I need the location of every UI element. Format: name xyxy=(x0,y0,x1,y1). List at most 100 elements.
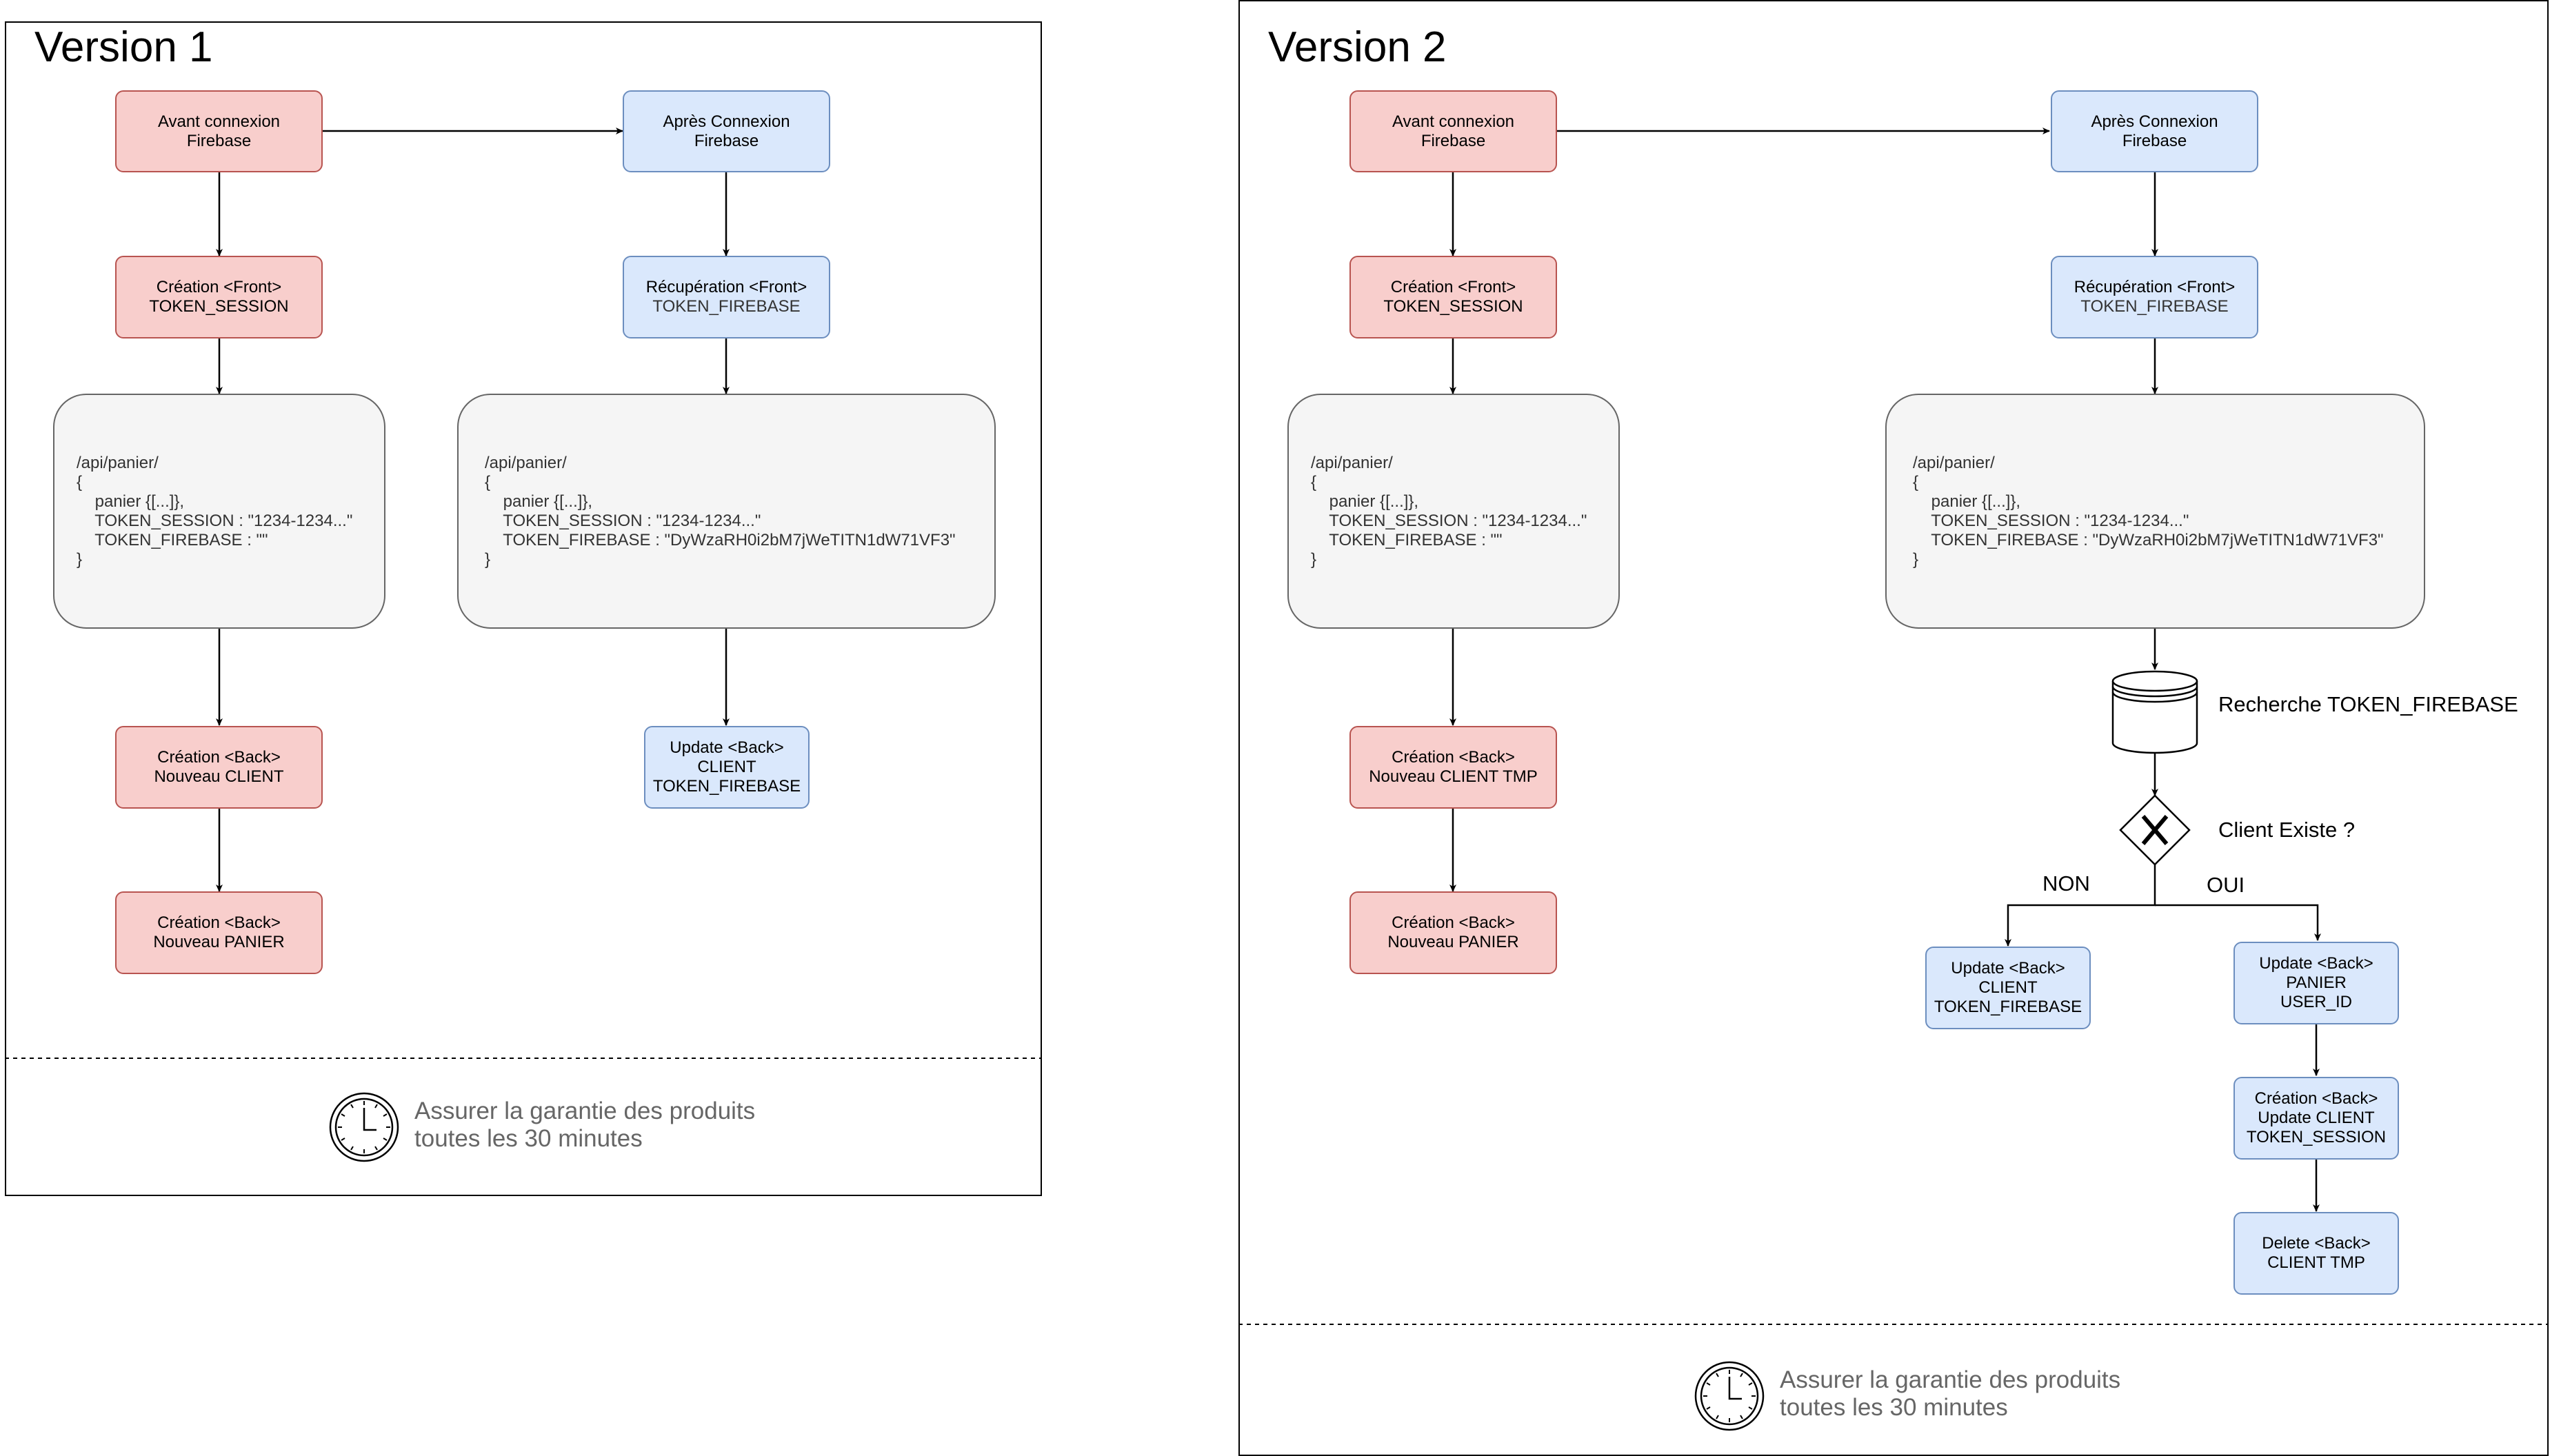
node-line: Nouveau PANIER xyxy=(1387,933,1519,951)
node-line: PANIER xyxy=(2286,973,2347,992)
v2-arrow-gateway-to-non xyxy=(2005,865,2156,947)
node-line: Update <Back> xyxy=(2259,954,2373,973)
node-line: Après Connexion xyxy=(2091,112,2218,131)
v1-update-back-node[interactable]: Update <Back> CLIENT TOKEN_FIREBASE xyxy=(644,726,810,809)
node-line: CLIENT xyxy=(1978,978,2038,997)
v1-creation-front-node[interactable]: Création <Front> TOKEN_SESSION xyxy=(115,256,323,338)
v1-api-panier-left[interactable]: /api/panier/ { panier {[...]}, TOKEN_SES… xyxy=(53,394,385,629)
node-line: TOKEN_SESSION xyxy=(1383,297,1523,316)
v2-api-panier-left[interactable]: /api/panier/ { panier {[...]}, TOKEN_SES… xyxy=(1287,394,1620,629)
node-line: Firebase xyxy=(694,131,759,150)
v1-apres-connexion-node[interactable]: Après Connexion Firebase xyxy=(623,90,830,172)
v1-note-line-1: Assurer la garantie des produits xyxy=(414,1098,756,1124)
node-line: Création <Back> xyxy=(2254,1089,2378,1108)
code-line: TOKEN_SESSION : "1234-1234..." xyxy=(1311,511,1587,530)
exclusive-gateway-icon xyxy=(2119,794,2191,866)
code-line: TOKEN_FIREBASE : "" xyxy=(1311,530,1503,549)
node-line: Delete <Back> xyxy=(2262,1234,2371,1253)
node-line: Création <Back> xyxy=(157,913,281,932)
v2-delete-client-tmp-node[interactable]: Delete <Back> CLIENT TMP xyxy=(2233,1212,2399,1295)
node-line: Création <Front> xyxy=(1390,278,1516,296)
v2-creation-back-panier-node[interactable]: Création <Back> Nouveau PANIER xyxy=(1349,891,1557,974)
db-label: Recherche TOKEN_FIREBASE xyxy=(2218,692,2518,716)
code-line: TOKEN_FIREBASE : "DyWzaRH0i2bM7jWeTITN1d… xyxy=(485,530,956,549)
code-line: { xyxy=(1311,472,1317,492)
node-line: Récupération <Front> xyxy=(2074,278,2236,296)
node-line: Firebase xyxy=(1420,131,1486,150)
v2-update-client-node[interactable]: Update <Back> CLIENT TOKEN_FIREBASE xyxy=(1925,947,2091,1029)
code-line: TOKEN_SESSION : "1234-1234..." xyxy=(1913,511,2189,530)
code-line: } xyxy=(1913,549,1919,569)
code-line: TOKEN_SESSION : "1234-1234..." xyxy=(77,511,353,530)
node-line: Récupération <Front> xyxy=(645,278,807,296)
clock-icon xyxy=(1694,1361,1765,1431)
node-line: Update CLIENT xyxy=(2258,1109,2375,1127)
node-line: TOKEN_FIREBASE xyxy=(652,777,801,796)
v2-api-panier-right[interactable]: /api/panier/ { panier {[...]}, TOKEN_SES… xyxy=(1885,394,2425,629)
code-line: TOKEN_FIREBASE : "" xyxy=(77,530,268,549)
v1-api-panier-right[interactable]: /api/panier/ { panier {[...]}, TOKEN_SES… xyxy=(457,394,996,629)
code-line: TOKEN_SESSION : "1234-1234..." xyxy=(485,511,761,530)
code-line: /api/panier/ xyxy=(1311,453,1393,472)
v2-creation-update-client-node[interactable]: Création <Back> Update CLIENT TOKEN_SESS… xyxy=(2233,1077,2399,1160)
node-line: TOKEN_FIREBASE xyxy=(652,297,801,316)
v2-creation-front-node[interactable]: Création <Front> TOKEN_SESSION xyxy=(1349,256,1557,338)
node-line: Nouveau CLIENT TMP xyxy=(1369,767,1538,786)
code-line: panier {[...]}, xyxy=(1913,492,2021,511)
v2-creation-back-client-tmp-node[interactable]: Création <Back> Nouveau CLIENT TMP xyxy=(1349,726,1557,809)
v2-apres-connexion-node[interactable]: Après Connexion Firebase xyxy=(2051,90,2258,172)
code-line: /api/panier/ xyxy=(1913,453,1995,472)
code-line: { xyxy=(77,472,83,492)
node-line: CLIENT xyxy=(697,758,756,776)
node-line: Création <Back> xyxy=(157,748,281,767)
branch-oui-label: OUI xyxy=(2207,873,2245,897)
version-2-frame xyxy=(1238,0,2549,1456)
v1-creation-back-client-node[interactable]: Création <Back> Nouveau CLIENT xyxy=(115,726,323,809)
code-line: } xyxy=(1311,549,1317,569)
v2-recuperation-front-node[interactable]: Récupération <Front> TOKEN_FIREBASE xyxy=(2051,256,2258,338)
clock-icon xyxy=(329,1092,399,1162)
node-line: TOKEN_SESSION xyxy=(2246,1128,2387,1146)
version-1-frame xyxy=(5,21,1042,1196)
v2-note-line-2: toutes les 30 minutes xyxy=(1780,1394,2008,1421)
node-line: Nouveau PANIER xyxy=(153,933,285,951)
node-line: Avant connexion xyxy=(157,112,281,131)
node-line: Nouveau CLIENT xyxy=(154,767,284,786)
node-line: Update <Back> xyxy=(1951,959,2065,978)
code-line: { xyxy=(485,472,491,492)
code-line: { xyxy=(1913,472,1919,492)
version-1-title: Version 1 xyxy=(34,23,213,71)
code-line: } xyxy=(77,549,83,569)
database-icon xyxy=(2111,670,2198,754)
v2-avant-connexion-node[interactable]: Avant connexion Firebase xyxy=(1349,90,1557,172)
node-line: Création <Front> xyxy=(156,278,282,296)
branch-non-label: NON xyxy=(2042,871,2090,896)
node-line: Avant connexion xyxy=(1392,112,1515,131)
v2-note-line-1: Assurer la garantie des produits xyxy=(1780,1366,2121,1393)
node-line: CLIENT TMP xyxy=(2267,1253,2365,1272)
version-2-title: Version 2 xyxy=(1268,23,1447,71)
v1-avant-connexion-node[interactable]: Avant connexion Firebase xyxy=(115,90,323,172)
code-line: /api/panier/ xyxy=(77,453,159,472)
code-line: panier {[...]}, xyxy=(1311,492,1419,511)
node-line: TOKEN_FIREBASE xyxy=(1934,998,2082,1016)
v1-note-line-2: toutes les 30 minutes xyxy=(414,1125,643,1152)
node-line: TOKEN_FIREBASE xyxy=(2080,297,2229,316)
node-line: TOKEN_SESSION xyxy=(149,297,289,316)
code-line: TOKEN_FIREBASE : "DyWzaRH0i2bM7jWeTITN1d… xyxy=(1913,530,2384,549)
node-line: USER_ID xyxy=(2280,993,2353,1011)
node-line: Après Connexion xyxy=(663,112,790,131)
node-line: Création <Back> xyxy=(1392,913,1515,932)
v2-update-panier-node[interactable]: Update <Back> PANIER USER_ID xyxy=(2233,942,2399,1024)
node-line: Firebase xyxy=(2122,131,2187,150)
node-line: Update <Back> xyxy=(670,738,784,757)
code-line: panier {[...]}, xyxy=(485,492,593,511)
node-line: Firebase xyxy=(186,131,252,150)
gateway-label: Client Existe ? xyxy=(2218,818,2356,842)
v1-recuperation-front-node[interactable]: Récupération <Front> TOKEN_FIREBASE xyxy=(623,256,830,338)
node-line: Création <Back> xyxy=(1392,748,1515,767)
v1-creation-back-panier-node[interactable]: Création <Back> Nouveau PANIER xyxy=(115,891,323,974)
code-line: } xyxy=(485,549,491,569)
v2-arrow-gateway-to-oui xyxy=(2155,904,2321,941)
